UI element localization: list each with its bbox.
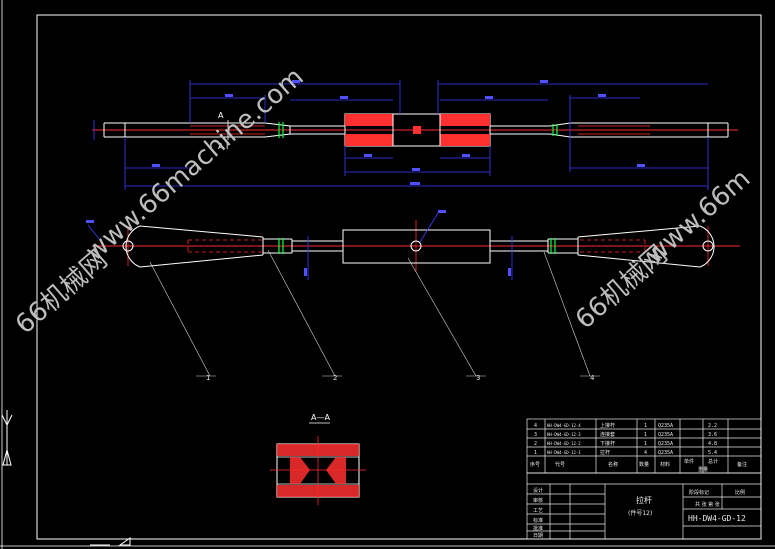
bom-row-3-mat: Q235A [658,432,673,438]
balloon-4: 4 [590,374,595,382]
bom-row-4-name: 上接杆 [600,422,615,429]
bom-row-1-name: 拉杆 [600,449,610,456]
scale-label: 比例 [735,489,745,496]
section-mark-a-lower: A I [218,142,228,151]
bom-row-1-code: HH-DW4-GD-12-1 [547,450,581,455]
section-mark-a-upper: A [218,111,224,120]
title-block [526,472,762,540]
section-a-a: A—A [270,413,366,505]
sheet-label: 共 张 第 张 [695,501,720,508]
bom-row-4-code: HH-DW4-GD-12-4 [547,423,581,428]
title-row-label-4: 标准 [533,517,543,524]
left-taper [264,122,291,138]
balloon-1: 1 [206,374,210,382]
bom-row-4-no: 4 [534,423,537,429]
section-a-a-label: A—A [311,413,330,422]
watermark-brand-left: 66机械网 [10,245,114,341]
right-rod-end-outline [570,122,729,138]
right-eye-end [577,225,715,268]
bom-header-mat: 材料 [660,461,670,468]
left-pin-hole [122,240,134,252]
title-row-label-2: 审核 [533,497,543,504]
title-row-label-6: 日期 [533,533,543,539]
title-row-label-5: 批准 [533,525,543,532]
left-eye-end [125,225,264,268]
title-block-text: 设计 审核 工艺 标准 批准 日期 拉杆 (件号12) 阶段标记 比例 共 张 … [533,487,746,539]
bom-row-1-no: 1 [534,450,537,456]
bom-row-3-code: HH-DW4-GD-12-3 [547,432,581,437]
title-row-label-3: 工艺 [533,508,543,514]
bom-row-2-no: 2 [534,441,537,447]
bom-row-3-weight: 3.6 [708,432,717,438]
bom-header-code: 代号 [555,461,565,468]
right-pin-hole [702,240,714,252]
bom-row-1-mat: Q235A [658,450,673,456]
part-leaders [149,249,600,377]
top-dimensions [93,80,709,190]
sleeve-section [344,113,491,147]
title-row-label-1: 设计 [533,487,543,494]
bom-row-2-name: 下接杆 [600,440,615,447]
right-shaft [490,125,550,135]
left-shaft [290,125,345,135]
bom-row-4-weight: 2.2 [708,423,717,429]
bom-header-qty: 数量 [639,461,649,468]
stage-label: 阶段标记 [689,489,709,496]
bom-row-2-code: HH-DW4-GD-12-2 [547,441,581,446]
bom-row-3-qty: 1 [644,432,647,438]
watermark-brand-right: 66机械网 [570,240,674,336]
bom-row-2-weight: 4.8 [708,441,717,447]
sleeve-hole [410,240,422,252]
part-subtitle: (件号12) [628,509,652,517]
ucs-icon [1,410,131,546]
drawing-number: HH-DW4-GD-12 [688,514,746,523]
bom-header-total: 总计 [708,458,718,465]
bom-header-note: 备注 [737,461,747,468]
part-name: 拉杆 [636,495,652,505]
bom-row-4-mat: Q235A [658,423,673,429]
bom-header-no: 序号 [530,461,540,468]
bom-row-2-mat: Q235A [658,441,673,447]
bom-row-1-qty: 4 [644,450,647,456]
connecting-sleeve [342,229,491,264]
bom-header-unit: 单件 [684,458,694,465]
left-rod-end-outline [103,122,265,138]
front-view [86,209,740,280]
watermark-url-left: www.66machine.com [80,62,310,267]
bom-row-4-qty: 1 [644,423,647,429]
bom-header-weight: 重量 [698,466,708,473]
watermarks: www.66machine.com 66机械网 www.66m 66机械网 [10,62,756,340]
bom-row-3-no: 3 [534,432,537,438]
top-view: A A I [92,80,738,190]
balloon-2: 2 [333,374,337,382]
bom-header-name: 名称 [608,461,618,468]
bom-row-2-qty: 1 [644,441,647,447]
bom-row-1-weight: 5.4 [708,450,717,456]
balloon-3: 3 [476,374,480,382]
bom-row-3-name: 连接套 [600,431,615,438]
bom-rows: 4 HH-DW4-GD-12-4 上接杆 1 Q235A 2.2 3 HH-DW… [530,422,747,473]
